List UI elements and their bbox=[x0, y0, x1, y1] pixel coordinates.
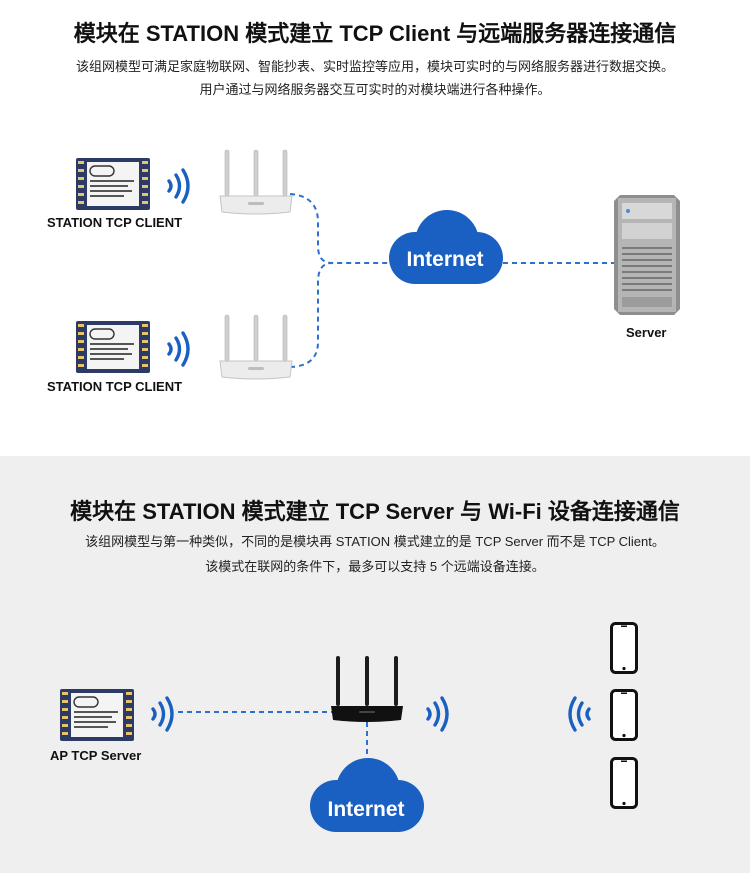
wifi-waves-icon bbox=[150, 696, 176, 732]
wifi-waves-icon bbox=[166, 168, 192, 204]
wifi-waves-icon bbox=[566, 696, 592, 732]
server-label: Server bbox=[626, 325, 667, 340]
cloud-icon bbox=[385, 210, 505, 286]
link-router2-cloud bbox=[289, 262, 333, 368]
network-links bbox=[289, 193, 616, 368]
server-icon bbox=[614, 195, 680, 315]
cloud1-label: Internet bbox=[406, 248, 484, 271]
link-router1-cloud bbox=[289, 193, 388, 264]
section1-desc-line2: 用户通过与网络服务器交互可实时的对模块端进行各种操作。 bbox=[199, 82, 551, 97]
smartphone-icon bbox=[610, 689, 638, 741]
wifi-module-icon bbox=[60, 689, 134, 741]
wifi-waves-icon bbox=[425, 696, 451, 732]
client2-label: STATION TCP CLIENT bbox=[47, 379, 183, 394]
section2-desc-line2: 该模式在联网的条件下，最多可以支持 5 个远端设备连接。 bbox=[205, 559, 545, 574]
router-icon bbox=[218, 314, 294, 381]
section2-title: 模块在 STATION 模式建立 TCP Server 与 Wi-Fi 设备连接… bbox=[70, 499, 680, 524]
network-links-2 bbox=[178, 711, 368, 756]
smartphone-icon bbox=[610, 622, 638, 674]
wifi-module-icon bbox=[76, 321, 150, 373]
client1-label: STATION TCP CLIENT bbox=[47, 215, 183, 230]
cloud2-label: Internet bbox=[327, 798, 405, 821]
smartphone-icon bbox=[610, 757, 638, 809]
wifi-waves-icon bbox=[166, 331, 192, 367]
section1-desc-line1: 该组网模型可满足家庭物联网、智能抄表、实时监控等应用，模块可实时的与网络服务器进… bbox=[75, 59, 674, 74]
section1-title: 模块在 STATION 模式建立 TCP Client 与远端服务器连接通信 bbox=[73, 21, 677, 46]
router-icon bbox=[218, 149, 294, 216]
ap-module-label: AP TCP Server bbox=[50, 748, 142, 763]
station-tcp-server-section: 模块在 STATION 模式建立 TCP Server 与 Wi-Fi 设备连接… bbox=[0, 456, 750, 873]
wifi-module-icon bbox=[76, 158, 150, 210]
section2-desc-line1: 该组网模型与第一种类似，不同的是模块再 STATION 模式建立的是 TCP S… bbox=[85, 534, 665, 549]
router-icon bbox=[331, 656, 403, 724]
cloud-icon bbox=[306, 758, 426, 834]
station-tcp-client-section: 模块在 STATION 模式建立 TCP Client 与远端服务器连接通信 该… bbox=[47, 21, 680, 394]
